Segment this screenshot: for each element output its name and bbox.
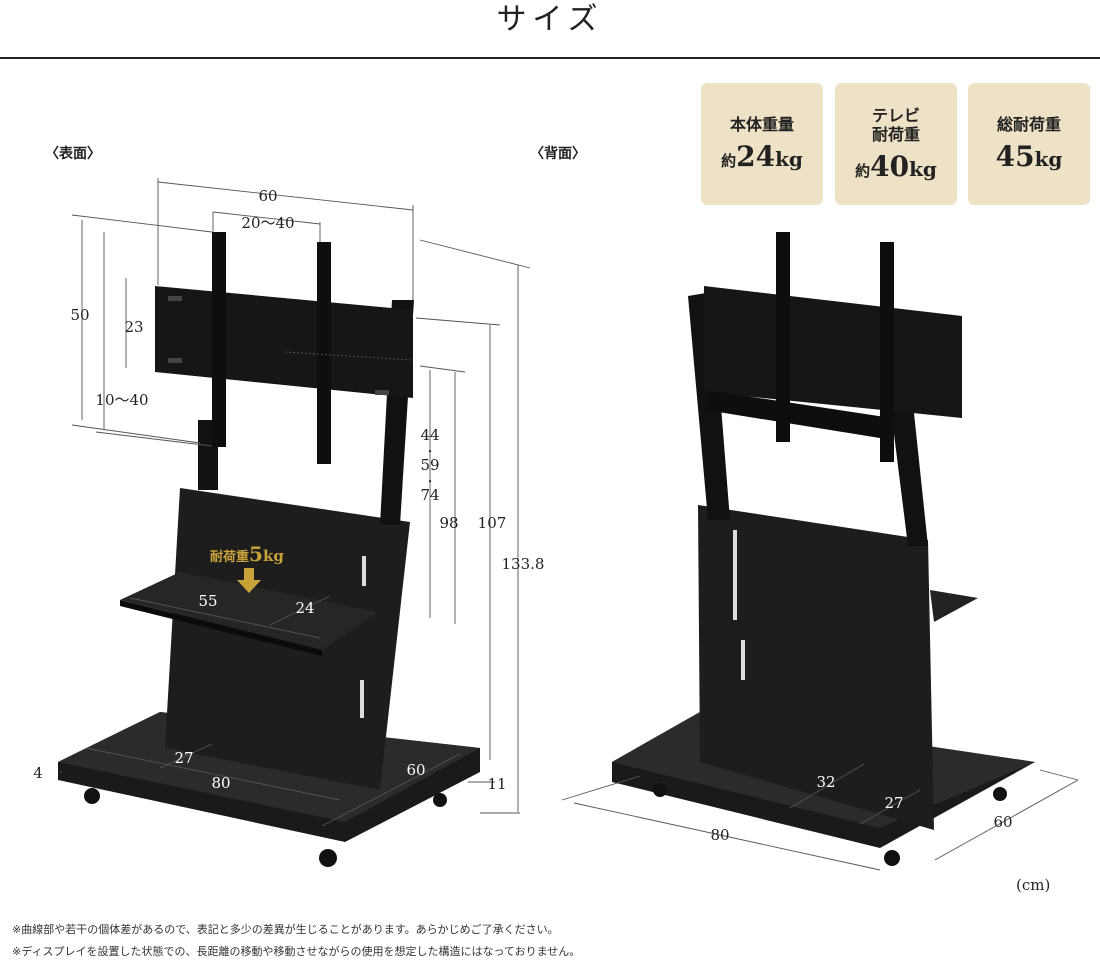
badge-prefix: 約 xyxy=(855,161,871,180)
dim-height-50: 50 xyxy=(70,306,89,324)
badge-label: 総耐荷重 xyxy=(996,115,1061,134)
dim-vesa-vertical: 10〜40 xyxy=(95,391,148,409)
badge-total-load: 総耐荷重 45kg xyxy=(968,83,1090,205)
dim-caster-height: 11 xyxy=(487,775,506,793)
dim-tv-height-sep-1: ・ xyxy=(425,445,436,458)
dim-back-depth: 60 xyxy=(993,813,1012,831)
dim-tv-height-3: 74 xyxy=(420,486,439,504)
shelf-load-label: 耐荷重5kg xyxy=(210,542,284,566)
dim-height-98: 98 xyxy=(439,514,458,532)
title-divider xyxy=(0,57,1100,59)
dim-tv-height-1: 44 xyxy=(420,426,439,444)
dim-back-width: 80 xyxy=(710,826,729,844)
badge-body-weight: 本体重量 約24kg xyxy=(701,83,823,205)
back-stand-illustration xyxy=(612,232,1035,866)
dim-base-thickness: 4 xyxy=(33,764,43,782)
dim-height-23: 23 xyxy=(124,318,143,336)
shelf-load-text: 耐荷重 xyxy=(210,549,249,565)
dim-back-inner: 32 xyxy=(816,773,835,791)
badge-unit: kg xyxy=(1034,147,1063,171)
dim-back-depth-inner: 27 xyxy=(884,794,903,812)
front-dimension-lines xyxy=(60,178,531,827)
badge-prefix: 約 xyxy=(721,152,737,170)
badge-number: 45 xyxy=(995,140,1035,173)
down-arrow-icon xyxy=(237,568,261,593)
dim-tv-height-sep-2: ・ xyxy=(425,475,436,488)
badge-unit: kg xyxy=(775,147,803,171)
dim-base-depth-inner: 27 xyxy=(174,749,193,767)
dim-shelf-depth: 24 xyxy=(295,599,314,617)
badge-value: 45kg xyxy=(996,140,1063,173)
badge-number: 24 xyxy=(736,140,776,173)
front-stand-illustration xyxy=(58,232,480,867)
dim-width: 60 xyxy=(258,187,277,205)
page-title: サイズ xyxy=(496,2,604,37)
dim-vesa-horizontal: 20〜40 xyxy=(241,214,294,232)
badge-number: 40 xyxy=(870,149,910,183)
dim-shelf-width: 55 xyxy=(198,592,217,610)
dim-base-depth: 60 xyxy=(406,761,425,779)
dim-height-107: 107 xyxy=(478,514,507,532)
badge-label: テレビ 耐荷重 xyxy=(871,105,920,144)
unit-label: (cm) xyxy=(1016,876,1051,894)
shelf-load-number: 5 xyxy=(249,542,263,566)
dim-height-133: 133.8 xyxy=(502,555,545,573)
front-view-label: 〈表面〉 xyxy=(45,146,101,162)
dim-base-width: 80 xyxy=(211,774,230,792)
badge-tv-load: テレビ 耐荷重 約40kg xyxy=(835,83,957,205)
back-view-label: 〈背面〉 xyxy=(530,146,586,162)
badge-unit: kg xyxy=(909,156,937,181)
badge-value: 約40kg xyxy=(855,150,937,183)
badge-label: 本体重量 xyxy=(729,115,794,134)
shelf-load-unit: kg xyxy=(263,547,284,565)
back-dimension-lines xyxy=(561,763,1079,871)
note-line-2: ※ディスプレイを設置した状態での、長距離の移動や移動させながらの使用を想定した構… xyxy=(12,945,581,958)
badge-value: 約24kg xyxy=(721,140,803,173)
dim-tv-height-2: 59 xyxy=(420,456,439,474)
note-line-1: ※曲線部や若干の個体差があるので、表記と多少の差異が生じることがあります。あらか… xyxy=(12,923,559,936)
